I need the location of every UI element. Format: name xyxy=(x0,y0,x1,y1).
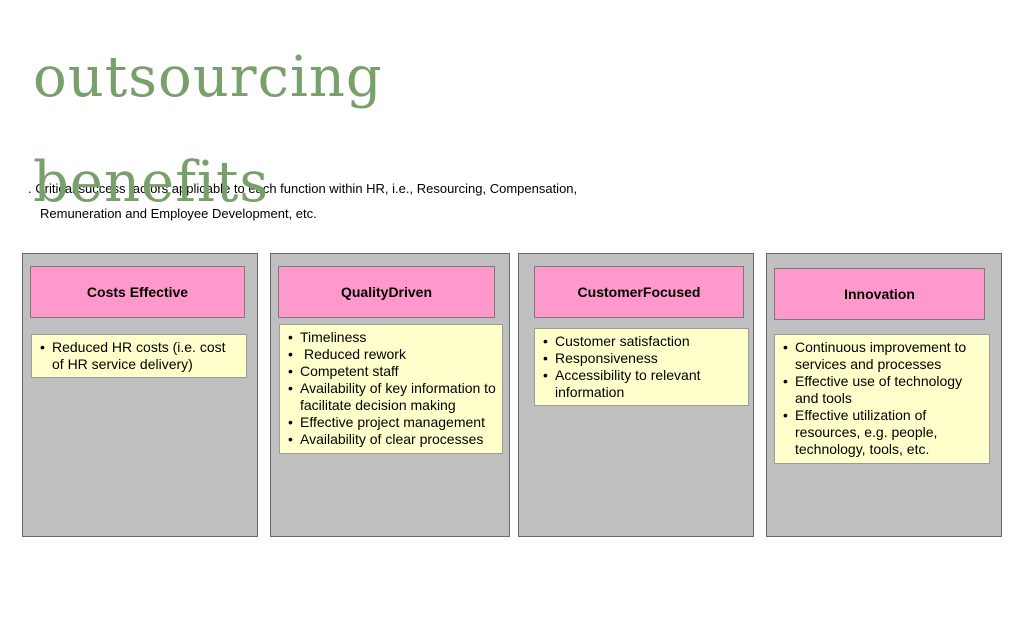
list-item: Customer satisfaction xyxy=(543,333,742,350)
panel-header-quality-driven: Quality Driven xyxy=(278,266,495,318)
list-item: Effective utilization of resources, e.g.… xyxy=(783,407,983,458)
list-item: Reduced HR costs (i.e. cost of HR servic… xyxy=(40,339,240,373)
panel-header-costs-effective: Costs Effective xyxy=(30,266,245,318)
panel-header-label: Costs Effective xyxy=(86,283,189,300)
panel-header-customer-focused: Customer Focused xyxy=(534,266,744,318)
bullet-list: Timeliness Reduced rework Competent staf… xyxy=(288,329,496,448)
panel-content-box: Customer satisfaction Responsiveness Acc… xyxy=(534,328,749,406)
panel-quality-driven: Quality Driven Timeliness Reduced rework… xyxy=(270,253,510,537)
list-item: Accessibility to relevant information xyxy=(543,367,742,401)
panel-content-box: Timeliness Reduced rework Competent staf… xyxy=(279,324,503,454)
panel-header-label: Innovation xyxy=(844,285,915,302)
intro-text: . Critical success factors applicable to… xyxy=(28,176,728,226)
panel-header-label-line-2: Driven xyxy=(388,283,433,300)
panel-header-label-line-1: Quality xyxy=(340,283,389,300)
panel-header-innovation: Innovation xyxy=(774,268,985,320)
panel-content-box: Reduced HR costs (i.e. cost of HR servic… xyxy=(31,334,247,378)
list-item: Timeliness xyxy=(288,329,496,346)
slide-title-line-1: outsourcing xyxy=(33,45,383,110)
list-item: Responsiveness xyxy=(543,350,742,367)
bullet-list: Continuous improvement to services and p… xyxy=(783,339,983,458)
panel-innovation: Innovation Continuous improvement to ser… xyxy=(766,253,1002,537)
list-item: Reduced rework xyxy=(288,346,496,363)
slide-title-line-2: benefits xyxy=(33,150,270,215)
intro-line-2: Remuneration and Employee Development, e… xyxy=(40,206,317,221)
bullet-list: Reduced HR costs (i.e. cost of HR servic… xyxy=(40,339,240,373)
intro-line-1: . Critical success factors applicable to… xyxy=(28,181,578,196)
list-item: Continuous improvement to services and p… xyxy=(783,339,983,373)
list-item: Effective use of technology and tools xyxy=(783,373,983,407)
panel-header-label-line-2: Focused xyxy=(642,283,701,300)
list-item: Availability of key information to facil… xyxy=(288,380,496,414)
list-item: Effective project management xyxy=(288,414,496,431)
panel-customer-focused: Customer Focused Customer satisfaction R… xyxy=(518,253,754,537)
panel-costs-effective: Costs Effective Reduced HR costs (i.e. c… xyxy=(22,253,258,537)
panel-header-label-line-1: Customer xyxy=(577,283,643,300)
bullet-list: Customer satisfaction Responsiveness Acc… xyxy=(543,333,742,401)
panel-content-box: Continuous improvement to services and p… xyxy=(774,334,990,464)
list-item: Availability of clear processes xyxy=(288,431,496,448)
list-item: Competent staff xyxy=(288,363,496,380)
